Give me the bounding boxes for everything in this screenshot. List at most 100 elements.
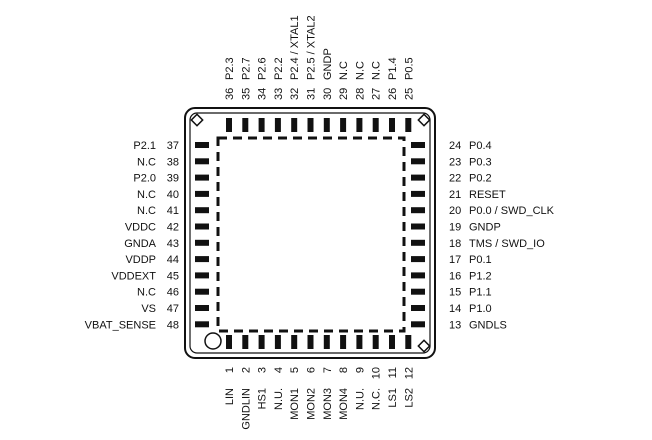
pin1-marker — [204, 332, 222, 350]
pin-pad-24 — [411, 142, 425, 148]
pin-label-41: N.C — [137, 205, 156, 217]
pin-label-21: RESET — [469, 189, 506, 201]
pin-pad-7 — [323, 335, 330, 349]
pin-label-3: HS1 — [257, 388, 269, 409]
pin-label-39: P2.0 — [133, 173, 156, 185]
pin-pad-12 — [405, 335, 412, 349]
pin-label-1: LIN — [224, 388, 236, 405]
pin-number-46: 46 — [167, 287, 179, 299]
pin-number-42: 42 — [167, 222, 179, 234]
pin-pad-32 — [291, 118, 298, 132]
pin-pad-18 — [411, 239, 425, 246]
pin-label-14: P1.0 — [469, 303, 492, 315]
pin-label-2: GNDLIN — [240, 388, 252, 430]
pin-label-23: P0.3 — [469, 156, 492, 168]
pin-label-5: MON1 — [289, 388, 301, 420]
pin-label-37: P2.1 — [133, 140, 156, 152]
pin-label-46: N.C — [137, 287, 156, 299]
pin-number-36: 36 — [224, 88, 236, 100]
pin-pad-43 — [195, 239, 209, 246]
pin-number-37: 37 — [167, 140, 179, 152]
pin-number-4: 4 — [273, 367, 285, 373]
pin-label-45: VDDEXT — [111, 270, 156, 282]
labels-layer: 37P2.138N.C39P2.040N.C41N.C42VDDC43GNDA4… — [85, 15, 555, 429]
pin-pad-11 — [389, 335, 395, 349]
pin-number-45: 45 — [167, 270, 179, 282]
pin-label-17: P0.1 — [469, 254, 492, 266]
pin-label-22: P0.2 — [469, 173, 492, 185]
corner-mark-top-right — [417, 113, 431, 127]
pin-label-11: LS1 — [387, 388, 399, 408]
pin-pad-17 — [411, 256, 425, 263]
package-outline — [184, 107, 436, 359]
pin-number-17: 17 — [449, 254, 461, 266]
pin-number-38: 38 — [167, 156, 179, 168]
package-body — [184, 107, 436, 359]
pin-pad-9 — [356, 335, 363, 349]
pin-label-16: P1.2 — [469, 270, 492, 282]
pin-pad-4 — [274, 335, 281, 349]
pin-pad-27 — [372, 118, 379, 132]
pin-pad-30 — [323, 118, 330, 132]
pin-pad-20 — [411, 207, 425, 214]
pin-label-19: GNDP — [469, 222, 501, 234]
pin-pad-31 — [307, 118, 314, 132]
pin-label-24: P0.4 — [469, 140, 492, 152]
pin-number-47: 47 — [167, 303, 179, 315]
pin-number-34: 34 — [257, 88, 269, 100]
pin-pad-37 — [195, 142, 209, 148]
pin-number-39: 39 — [167, 173, 179, 185]
pin-label-47: VS — [141, 303, 156, 315]
pin-pad-41 — [195, 207, 209, 214]
pin-number-23: 23 — [449, 156, 461, 168]
pin-pad-3 — [258, 335, 265, 349]
pin-label-15: P1.1 — [469, 287, 492, 299]
pin-number-26: 26 — [387, 88, 399, 100]
corner-mark-bottom-right — [417, 339, 431, 353]
pin-pad-2 — [242, 335, 249, 349]
pin-label-30: GNDP — [322, 48, 334, 80]
pin-number-24: 24 — [449, 140, 461, 152]
pin-label-6: MON2 — [306, 388, 318, 420]
pin-number-21: 21 — [449, 189, 461, 201]
pin-label-8: MON4 — [338, 388, 350, 420]
pin-pad-46 — [195, 288, 209, 295]
pin-pad-29 — [340, 118, 347, 132]
pin-number-5: 5 — [289, 367, 301, 373]
pin-number-1: 1 — [224, 367, 236, 373]
pin-number-9: 9 — [354, 367, 366, 373]
pin-pad-23 — [411, 158, 425, 165]
pin-pad-21 — [411, 190, 425, 197]
pin-pad-22 — [411, 174, 425, 181]
pin-label-48: VBAT_SENSE — [85, 319, 156, 331]
pin-number-13: 13 — [449, 319, 461, 331]
pin-label-27: N.C — [371, 61, 383, 80]
pin-number-12: 12 — [403, 367, 415, 379]
pin-number-29: 29 — [338, 88, 350, 100]
pin-number-27: 27 — [371, 88, 383, 100]
pin-pad-39 — [195, 174, 209, 181]
pin-number-43: 43 — [167, 238, 179, 250]
pin-label-35: P2.7 — [240, 57, 252, 80]
pin-number-3: 3 — [257, 367, 269, 373]
pin-label-43: GNDA — [124, 238, 156, 250]
pin-pad-48 — [195, 321, 209, 328]
pin-pad-45 — [195, 272, 209, 279]
pin-pad-28 — [356, 118, 363, 132]
pin-pad-35 — [242, 118, 249, 132]
pin-number-30: 30 — [322, 88, 334, 100]
pin-pad-47 — [195, 305, 209, 311]
pin-number-10: 10 — [371, 367, 383, 379]
pin-pad-10 — [372, 335, 379, 349]
pin-pad-26 — [389, 118, 395, 132]
pin-pad-40 — [195, 190, 209, 197]
pin-pad-13 — [411, 321, 425, 328]
pin-label-7: MON3 — [322, 388, 334, 420]
pin-label-26: P1.4 — [387, 57, 399, 80]
pin-label-12: LS2 — [403, 388, 415, 408]
pin-label-20: P0.0 / SWD_CLK — [469, 205, 555, 217]
pin-pad-33 — [274, 118, 281, 132]
pin-pad-1 — [226, 335, 232, 349]
